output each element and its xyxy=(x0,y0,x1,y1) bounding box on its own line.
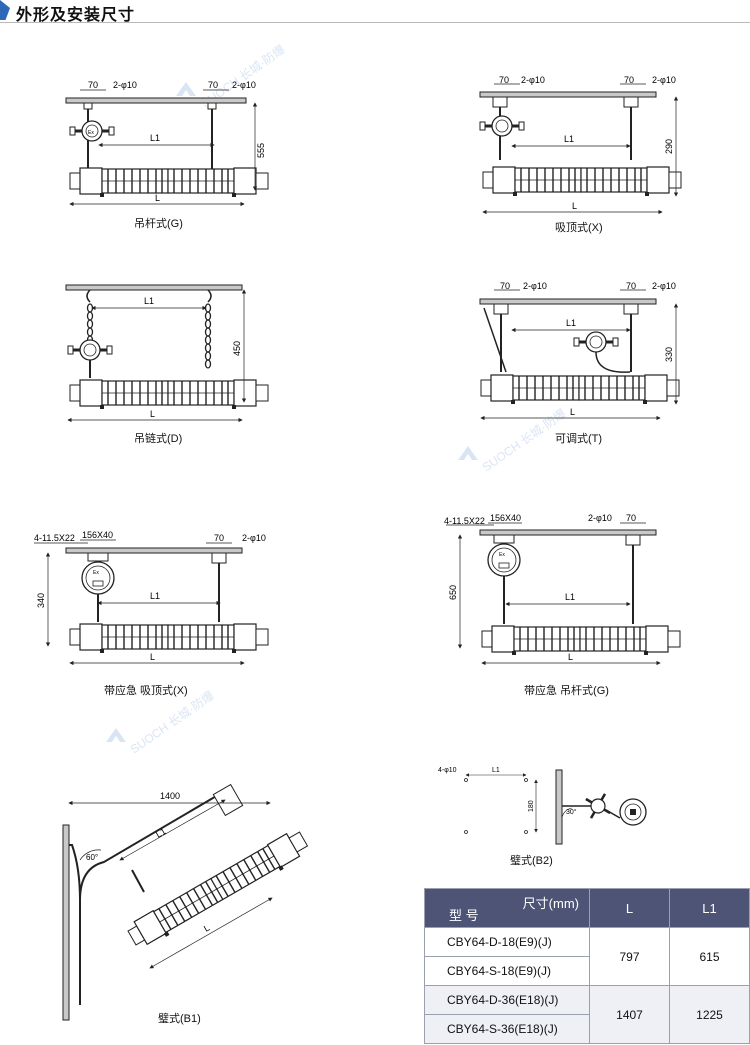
svg-text:290: 290 xyxy=(664,139,674,154)
svg-text:L1: L1 xyxy=(154,826,168,840)
svg-text:L: L xyxy=(570,407,575,417)
svg-text:2-φ10: 2-φ10 xyxy=(652,75,676,85)
svg-text:70: 70 xyxy=(624,75,634,85)
corner-label-model: 型 号 xyxy=(449,908,479,923)
svg-text:70: 70 xyxy=(626,281,636,291)
svg-text:30°: 30° xyxy=(566,808,577,816)
svg-text:70: 70 xyxy=(88,80,98,90)
svg-text:4-φ10: 4-φ10 xyxy=(438,767,457,774)
diagram-wall-b1: 1400 L1 60° L xyxy=(62,783,313,1021)
svg-text:650: 650 xyxy=(448,585,458,600)
section-title: 外形及安装尺寸 xyxy=(16,7,136,24)
svg-text:70: 70 xyxy=(626,513,636,523)
svg-text:Ex: Ex xyxy=(93,570,99,576)
table-row: CBY64-D-36(E18)(J) 1407 1225 xyxy=(424,985,750,1044)
svg-text:2-φ10: 2-φ10 xyxy=(652,281,676,291)
model-cell: CBY64-S-18(E9)(J) xyxy=(424,956,590,986)
svg-text:2-φ10: 2-φ10 xyxy=(588,513,612,523)
svg-text:2-φ10: 2-φ10 xyxy=(113,80,137,90)
svg-text:4-11.5X22: 4-11.5X22 xyxy=(34,533,75,543)
svg-text:L: L xyxy=(202,923,211,934)
caption-adjustable: 可调式(T) xyxy=(555,433,603,445)
caption-chain-pendant: 吊链式(D) xyxy=(134,433,183,445)
table-corner-cell: 尺寸(mm) 型 号 xyxy=(424,888,590,928)
model-cell: CBY64-S-36(E18)(J) xyxy=(424,1014,590,1044)
svg-text:L1: L1 xyxy=(150,133,160,143)
value-l-cell: 1407 xyxy=(589,985,670,1044)
svg-text:70: 70 xyxy=(214,533,224,543)
dimension-table: 尺寸(mm) 型 号 L L1 CBY64-D-18(E9)(J) 797 61… xyxy=(424,888,750,1044)
svg-text:L1: L1 xyxy=(564,134,574,144)
column-header-l1: L1 xyxy=(669,888,750,928)
diagram-adjustable: 70 2-φ10 70 2-φ10 L1 330 L xyxy=(479,281,680,421)
diagram-pendant-rod: Ex 70 2-φ10 70 2-φ10 L1 555 L xyxy=(65,80,269,207)
svg-text:330: 330 xyxy=(664,347,674,362)
column-header-l: L xyxy=(589,888,670,928)
header-divider xyxy=(0,22,750,23)
caption-ceiling-mount: 吸顶式(X) xyxy=(555,222,603,234)
svg-text:Ex: Ex xyxy=(88,130,94,136)
table-header-row: 尺寸(mm) 型 号 L L1 xyxy=(424,888,750,928)
diagram-ceiling-mount: 70 2-φ10 70 2-φ10 L1 290 L xyxy=(478,75,682,215)
svg-text:450: 450 xyxy=(232,341,242,356)
model-cell: CBY64-D-36(E18)(J) xyxy=(424,985,590,1015)
header-accent-mark xyxy=(0,0,10,20)
svg-text:L1: L1 xyxy=(566,318,576,328)
svg-text:L: L xyxy=(150,409,155,419)
diagram-chain-pendant: L1 450 L xyxy=(65,284,269,423)
diagram-wall-b2: 4-φ10 L1 180 30° xyxy=(438,767,647,845)
svg-text:L1: L1 xyxy=(150,591,160,601)
svg-text:L: L xyxy=(150,652,155,662)
svg-text:2-φ10: 2-φ10 xyxy=(521,75,545,85)
svg-text:60°: 60° xyxy=(86,853,98,862)
svg-text:2-φ10: 2-φ10 xyxy=(242,533,266,543)
caption-wall-b1: 璧式(B1) xyxy=(158,1013,201,1025)
svg-text:70: 70 xyxy=(499,75,509,85)
svg-text:156X40: 156X40 xyxy=(82,530,113,540)
svg-text:L1: L1 xyxy=(565,592,575,602)
svg-text:Ex: Ex xyxy=(499,552,505,558)
svg-text:L1: L1 xyxy=(492,767,500,774)
svg-text:L: L xyxy=(155,193,160,203)
value-l1-cell: 1225 xyxy=(669,985,750,1044)
svg-text:555: 555 xyxy=(256,143,266,158)
model-cell: CBY64-D-18(E9)(J) xyxy=(424,927,590,957)
svg-text:180: 180 xyxy=(528,800,535,812)
svg-text:70: 70 xyxy=(500,281,510,291)
svg-text:340: 340 xyxy=(36,593,46,608)
svg-text:70: 70 xyxy=(208,80,218,90)
svg-text:L1: L1 xyxy=(144,296,154,306)
svg-text:4-11.5X22: 4-11.5X22 xyxy=(444,516,485,526)
caption-pendant-rod: 吊杆式(G) xyxy=(134,218,183,230)
svg-text:1400: 1400 xyxy=(160,791,180,801)
diagram-emergency-pendant: Ex 4-11.5X22 156X40 2-φ10 70 L1 650 L xyxy=(444,513,681,666)
table-row: CBY64-S-36(E18)(J) xyxy=(424,1014,750,1044)
diagram-emergency-ceiling: Ex 4-11.5X22 156X40 70 2-φ10 L1 340 L xyxy=(34,530,269,666)
table-row: CBY64-D-18(E9)(J) 797 615 xyxy=(424,927,750,986)
corner-label-dimension: 尺寸(mm) xyxy=(522,896,579,911)
value-l-cell: 797 xyxy=(589,927,670,986)
svg-text:L: L xyxy=(572,201,577,211)
section-header: 外形及安装尺寸 xyxy=(0,0,750,24)
svg-text:2-φ10: 2-φ10 xyxy=(232,80,256,90)
caption-wall-b2: 璧式(B2) xyxy=(510,855,553,867)
svg-text:2-φ10: 2-φ10 xyxy=(523,281,547,291)
svg-text:156X40: 156X40 xyxy=(490,513,521,523)
caption-emergency-ceiling: 带应急 吸顶式(X) xyxy=(104,685,188,697)
svg-text:L: L xyxy=(568,652,573,662)
value-l1-cell: 615 xyxy=(669,927,750,986)
caption-emergency-pendant: 带应急 吊杆式(G) xyxy=(524,685,609,697)
